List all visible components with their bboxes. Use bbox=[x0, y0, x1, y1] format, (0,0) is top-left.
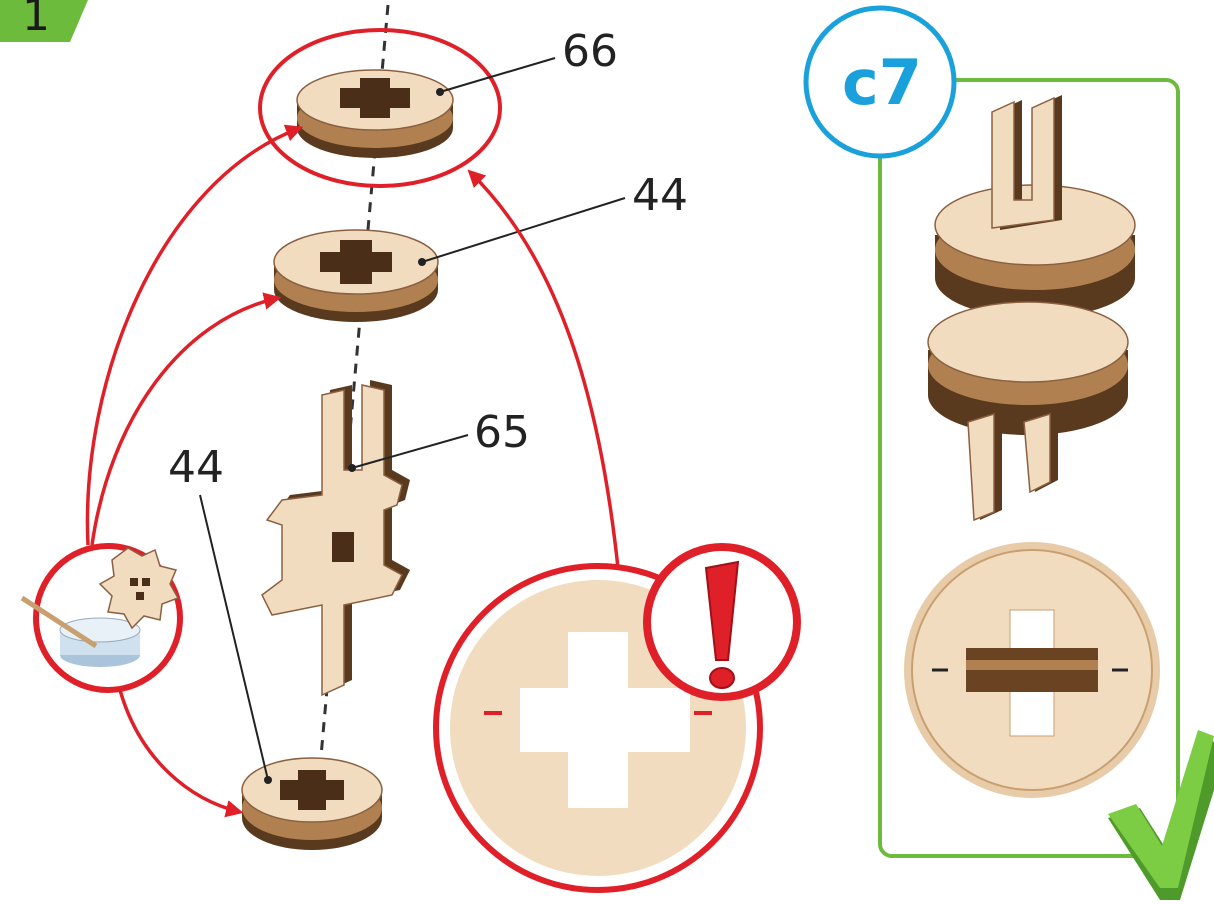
callout-44-lower: 44 bbox=[168, 442, 272, 784]
warning-arrow-to-66 bbox=[467, 169, 620, 569]
assembled-view bbox=[927, 95, 1136, 522]
disc-44-upper bbox=[273, 229, 439, 322]
glue-arrow-to-44-upper bbox=[90, 292, 282, 546]
step-number: 1 bbox=[22, 0, 50, 41]
warning-exclamation-icon bbox=[643, 543, 801, 701]
glue-pot-icon bbox=[20, 543, 183, 693]
cross-piece-65 bbox=[261, 380, 410, 697]
check-panel-frame bbox=[878, 78, 1180, 858]
disc-66 bbox=[296, 69, 454, 158]
callout-66-label: 66 bbox=[562, 26, 618, 77]
callout-65-label: 65 bbox=[474, 407, 530, 458]
top-down-view bbox=[904, 542, 1160, 798]
callout-44-upper: 44 bbox=[418, 170, 688, 266]
glue-arrow-to-44-lower bbox=[118, 689, 244, 818]
disc-66-highlight-ring bbox=[258, 28, 502, 188]
step-badge: 1 bbox=[0, 0, 88, 42]
callout-65: 65 bbox=[348, 407, 530, 472]
glue-arrow-to-66 bbox=[85, 124, 304, 546]
callout-44-upper-label: 44 bbox=[632, 170, 688, 221]
check-panel-badge: c7 bbox=[803, 5, 957, 159]
callout-66: 66 bbox=[436, 26, 618, 96]
disc-44-lower bbox=[241, 757, 383, 850]
checkmark-icon bbox=[1108, 730, 1214, 900]
callout-44-lower-label: 44 bbox=[168, 442, 224, 493]
check-panel-label: c7 bbox=[842, 46, 922, 119]
